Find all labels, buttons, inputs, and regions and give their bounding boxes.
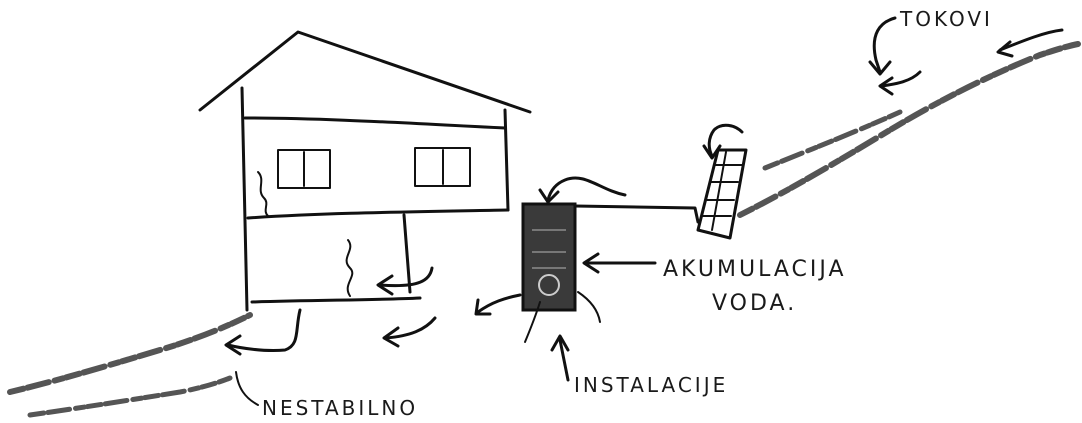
upper-slope-line	[737, 41, 1081, 218]
house	[198, 30, 532, 312]
surface-arrow-a	[880, 70, 922, 88]
lower-slope-line	[7, 312, 253, 395]
window-left	[277, 149, 331, 189]
outflow-arrow-right	[577, 291, 601, 323]
water-flow-arrows	[224, 266, 522, 356]
house-left-wall	[240, 86, 249, 312]
house-right-wall-upper	[503, 108, 510, 212]
tokovi-pointer	[872, 16, 897, 74]
crack-ground-wall	[345, 239, 354, 297]
water-tank	[521, 176, 700, 343]
window-right	[414, 147, 471, 187]
tank-body	[521, 202, 577, 312]
lower-slope-line-secondary	[27, 375, 233, 418]
flow-arrow-mid	[476, 293, 522, 314]
house-roof	[198, 30, 532, 114]
nestabilno-pointer	[235, 371, 259, 406]
flow-arrow-low	[384, 316, 437, 340]
flow-arrow-mid-head	[474, 298, 492, 316]
flow-arrow-foundation-head	[224, 334, 242, 356]
flow-arrow-under-house-head	[376, 274, 394, 296]
upper-slope-line-secondary	[762, 109, 903, 171]
drain-structure	[696, 123, 748, 240]
instalacije-pointer	[558, 338, 570, 382]
label-tokovi: TOKOVI	[899, 7, 993, 31]
house-inner-column	[402, 213, 412, 294]
drain-inflow-arrow	[707, 123, 744, 158]
surface-arrow-b-head	[996, 40, 1014, 58]
label-akumulacija-line2: VODA.	[712, 291, 797, 316]
flow-arrow-foundation	[226, 308, 302, 352]
drain-rungs	[701, 164, 743, 217]
label-nestabilno: NESTABILNO	[262, 396, 418, 420]
drain-inflow-arrow-head	[702, 144, 722, 160]
house-ground-floor	[250, 296, 422, 304]
tank-pipe-outlet	[538, 274, 560, 296]
crack-upper-wall	[257, 171, 269, 217]
flow-arrow-under-house	[378, 266, 434, 288]
house-upper-floor	[243, 116, 507, 130]
inflow-arrow	[546, 176, 627, 202]
drain-rail	[711, 151, 727, 231]
instalacije-pointer-head	[550, 334, 570, 352]
surface-flow-arrows	[868, 16, 1064, 96]
tank-pointer-arrow-head	[582, 252, 600, 274]
tank-top-channel	[573, 204, 700, 224]
label-instalacije: INSTALACIJE	[574, 373, 728, 397]
drain-outline	[696, 148, 748, 240]
tank-inner-lines	[532, 229, 566, 269]
house-floor-slab	[246, 208, 510, 220]
inflow-arrow-head	[538, 188, 560, 204]
flow-arrow-low-head	[382, 326, 400, 348]
surface-arrow-b	[998, 28, 1064, 52]
label-akumulacija-line1: AKUMULACIJA	[663, 257, 847, 282]
surface-arrow-a-head	[878, 76, 894, 96]
outflow-arrow-left	[524, 301, 541, 343]
tokovi-pointer-head	[868, 60, 892, 76]
